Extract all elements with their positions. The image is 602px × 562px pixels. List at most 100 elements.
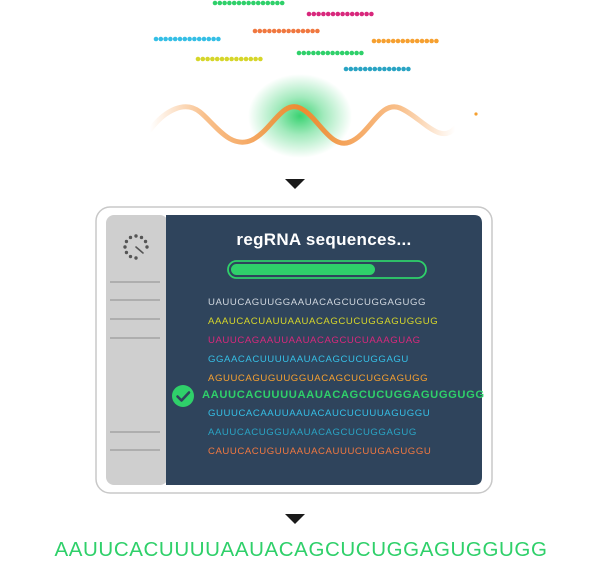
bead bbox=[182, 36, 188, 42]
bead bbox=[386, 38, 391, 44]
bead bbox=[320, 50, 326, 56]
bead bbox=[243, 56, 249, 62]
bead bbox=[358, 66, 363, 72]
bead bbox=[354, 50, 359, 56]
bead bbox=[359, 50, 364, 56]
bead bbox=[279, 0, 285, 6]
bead bbox=[258, 56, 263, 62]
bead bbox=[349, 11, 355, 17]
gauge-dot bbox=[145, 245, 149, 249]
bead bbox=[257, 28, 263, 34]
bead bbox=[158, 36, 164, 42]
bead bbox=[339, 50, 345, 56]
bead bbox=[206, 36, 212, 42]
bead bbox=[196, 36, 202, 42]
gauge-dot bbox=[128, 235, 133, 240]
bead bbox=[286, 28, 291, 34]
bead-strand bbox=[343, 66, 411, 72]
bead bbox=[305, 28, 311, 34]
bead bbox=[255, 0, 261, 6]
bead bbox=[410, 38, 415, 44]
rna-fragment-strands bbox=[153, 0, 439, 72]
progress-fill bbox=[231, 264, 375, 275]
bead bbox=[434, 38, 439, 44]
bead bbox=[406, 66, 411, 72]
bead bbox=[201, 36, 207, 42]
bead bbox=[325, 50, 331, 56]
bead bbox=[296, 50, 302, 56]
bead bbox=[321, 11, 326, 17]
bead bbox=[177, 36, 183, 42]
main-panel bbox=[166, 215, 482, 485]
bead bbox=[391, 66, 397, 72]
bead bbox=[315, 28, 320, 34]
bead bbox=[335, 11, 341, 17]
bead bbox=[405, 38, 410, 44]
bead bbox=[390, 38, 396, 44]
bead bbox=[400, 38, 406, 44]
bead-strand bbox=[306, 11, 374, 17]
bead bbox=[236, 0, 242, 6]
bead bbox=[248, 56, 254, 62]
bead bbox=[265, 0, 271, 6]
bead bbox=[344, 50, 350, 56]
bead bbox=[340, 11, 345, 17]
sequence-item: AAUUCACUGGUAAUACAGCUCUGGAGUG bbox=[208, 427, 417, 438]
bead bbox=[262, 28, 267, 34]
green-glow bbox=[248, 74, 352, 158]
arrow-down-icon bbox=[285, 514, 305, 524]
bead bbox=[381, 38, 386, 44]
bead bbox=[241, 0, 247, 6]
bead bbox=[315, 50, 321, 56]
gauge-needle bbox=[135, 246, 144, 254]
bead-strand bbox=[296, 50, 364, 56]
bead bbox=[238, 56, 244, 62]
bead bbox=[376, 38, 382, 44]
bead-strand bbox=[252, 28, 320, 34]
bead bbox=[270, 0, 275, 6]
bead bbox=[234, 56, 239, 62]
gauge-dot bbox=[123, 245, 127, 249]
bead bbox=[275, 0, 280, 6]
bead bbox=[362, 66, 368, 72]
bead bbox=[295, 28, 301, 34]
bead bbox=[353, 66, 358, 72]
bead bbox=[364, 11, 369, 17]
bead bbox=[325, 11, 331, 17]
bead bbox=[354, 11, 360, 17]
bead bbox=[401, 66, 406, 72]
gauge-dot bbox=[139, 235, 144, 240]
sequence-item: UAUUCAGAAUUAAUACAGCUCUAAAGUAG bbox=[208, 335, 421, 346]
bead bbox=[371, 38, 377, 44]
sequence-item: UAUUCAGUUGGAAUACAGCUCUGGAGUGG bbox=[208, 297, 426, 308]
sequence-match: AAUUCACUUUUAAUACAGCUCUGGAGUGGUGG bbox=[202, 389, 485, 401]
gauge-icon bbox=[123, 234, 149, 260]
bead bbox=[216, 36, 221, 42]
bead bbox=[395, 38, 401, 44]
result-sequence: AAUUCACUUUUAAUACAGCUCUGGAGUGGUGG bbox=[54, 538, 548, 561]
bead bbox=[281, 28, 287, 34]
bead bbox=[311, 50, 316, 56]
arrow-down-icon bbox=[285, 179, 305, 189]
bead bbox=[429, 38, 434, 44]
bead bbox=[345, 11, 350, 17]
gauge-dot bbox=[143, 239, 148, 244]
bead bbox=[349, 50, 355, 56]
bead-strand bbox=[153, 36, 221, 42]
bead bbox=[369, 11, 374, 17]
bead-strand bbox=[371, 38, 439, 44]
bead bbox=[172, 36, 178, 42]
gauge-dot bbox=[134, 256, 138, 260]
bead bbox=[316, 11, 321, 17]
bead bbox=[217, 0, 223, 6]
bead bbox=[271, 28, 277, 34]
bead bbox=[212, 0, 218, 6]
bead bbox=[227, 0, 232, 6]
bead bbox=[311, 11, 317, 17]
bead bbox=[396, 66, 402, 72]
bead bbox=[386, 66, 392, 72]
bead bbox=[367, 66, 373, 72]
bead bbox=[153, 36, 159, 42]
bead bbox=[343, 66, 349, 72]
